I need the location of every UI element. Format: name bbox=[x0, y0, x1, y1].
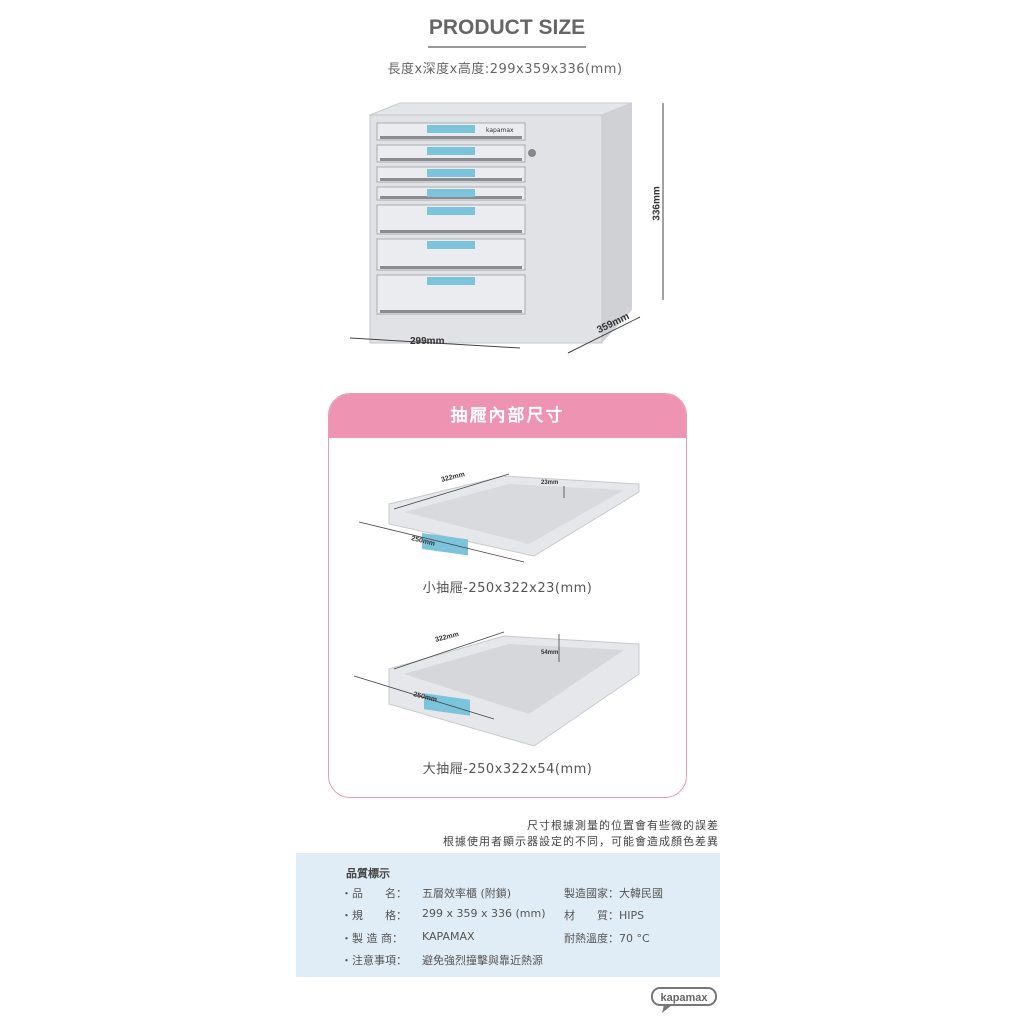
spec-label-material: 材 質： bbox=[564, 909, 619, 922]
spec-label-heat: 耐熱溫度： bbox=[564, 932, 619, 945]
spec-value-heat: 70 °C bbox=[619, 932, 650, 945]
cabinet-illustration bbox=[349, 102, 664, 354]
drawer-handle bbox=[427, 189, 475, 197]
spec-label-caution: ・注意事項： bbox=[341, 954, 407, 967]
drawer-slot bbox=[380, 266, 522, 269]
small-drawer-caption: 小抽屜-250x322x23(mm) bbox=[422, 581, 593, 596]
large-drawer-illustration bbox=[353, 631, 640, 747]
drawer-slot bbox=[380, 196, 522, 199]
drawer-slot bbox=[380, 158, 522, 161]
large-drawer-caption: 大抽屜-250x322x54(mm) bbox=[422, 762, 593, 777]
large-height-label: 54mm bbox=[541, 650, 559, 656]
spec-value-material: HIPS bbox=[619, 909, 645, 922]
title-divider bbox=[428, 46, 586, 48]
page-title: PRODUCT SIZE bbox=[428, 16, 586, 39]
drawer-handle bbox=[427, 125, 475, 133]
note-measurement: 尺寸根據測量的位置會有些微的誤差 bbox=[527, 819, 719, 832]
lock-icon bbox=[528, 149, 536, 157]
spec-value-caution: 避免強烈撞擊與靠近熱源 bbox=[422, 954, 543, 967]
drawer-dimensions-panel: 抽屜內部尺寸 322mm 250mm 23mm 小抽屜-250x322x23(m… bbox=[328, 393, 687, 798]
spec-material: 材 質：HIPS bbox=[564, 907, 644, 923]
disclaimer-notes: 尺寸根據測量的位置會有些微的誤差 根據使用者顯示器設定的不同，可能會造成顏色差異 bbox=[443, 818, 719, 850]
drawer-handle bbox=[427, 277, 475, 285]
spec-value-size: 299 x 359 x 336 (mm) bbox=[422, 907, 546, 920]
drawer-handle bbox=[427, 147, 475, 155]
cabinet-drawer bbox=[376, 238, 526, 271]
kapamax-logo: kapamax bbox=[651, 987, 717, 1013]
spec-heat: 耐熱溫度：70 °C bbox=[564, 930, 650, 946]
drawer-handle bbox=[427, 241, 475, 249]
drawer-slot bbox=[380, 178, 522, 181]
drawer-handle bbox=[427, 207, 475, 215]
drawer-slot bbox=[380, 136, 522, 139]
spec-label-name: ・品 名： bbox=[341, 887, 407, 900]
cabinet-width-label: 299mm bbox=[410, 336, 445, 347]
quality-info-box: 品質標示 ・品 名： 五層效率櫃 (附鎖) ・規 格： 299 x 359 x … bbox=[296, 853, 720, 977]
note-color: 根據使用者顯示器設定的不同，可能會造成顏色差異 bbox=[443, 835, 719, 848]
drawer-slot bbox=[380, 310, 522, 313]
quality-title: 品質標示 bbox=[346, 867, 390, 880]
small-drawer-illustration bbox=[358, 473, 640, 563]
spec-country: 製造國家：大韓民國 bbox=[564, 885, 663, 901]
spec-value-name: 五層效率櫃 (附鎖) bbox=[422, 887, 512, 900]
cabinet-brand: kapamax bbox=[486, 127, 514, 134]
spec-label-size: ・規 格： bbox=[341, 909, 407, 922]
drawer-slot bbox=[380, 230, 522, 233]
small-height-label: 23mm bbox=[541, 480, 559, 486]
spec-value-maker: KAPAMAX bbox=[422, 930, 475, 943]
panel-title: 抽屜內部尺寸 bbox=[329, 394, 686, 438]
spec-value-country: 大韓民國 bbox=[619, 887, 663, 900]
spec-label-maker: ・製 造 商： bbox=[341, 932, 403, 945]
drawer-handle bbox=[427, 169, 475, 177]
svg-text:kapamax: kapamax bbox=[660, 992, 708, 1004]
overall-dimensions: 長度x深度x高度:299x359x336(mm) bbox=[387, 62, 623, 77]
spec-label-country: 製造國家： bbox=[564, 887, 619, 900]
cabinet-height-label: 336mm bbox=[651, 186, 663, 221]
